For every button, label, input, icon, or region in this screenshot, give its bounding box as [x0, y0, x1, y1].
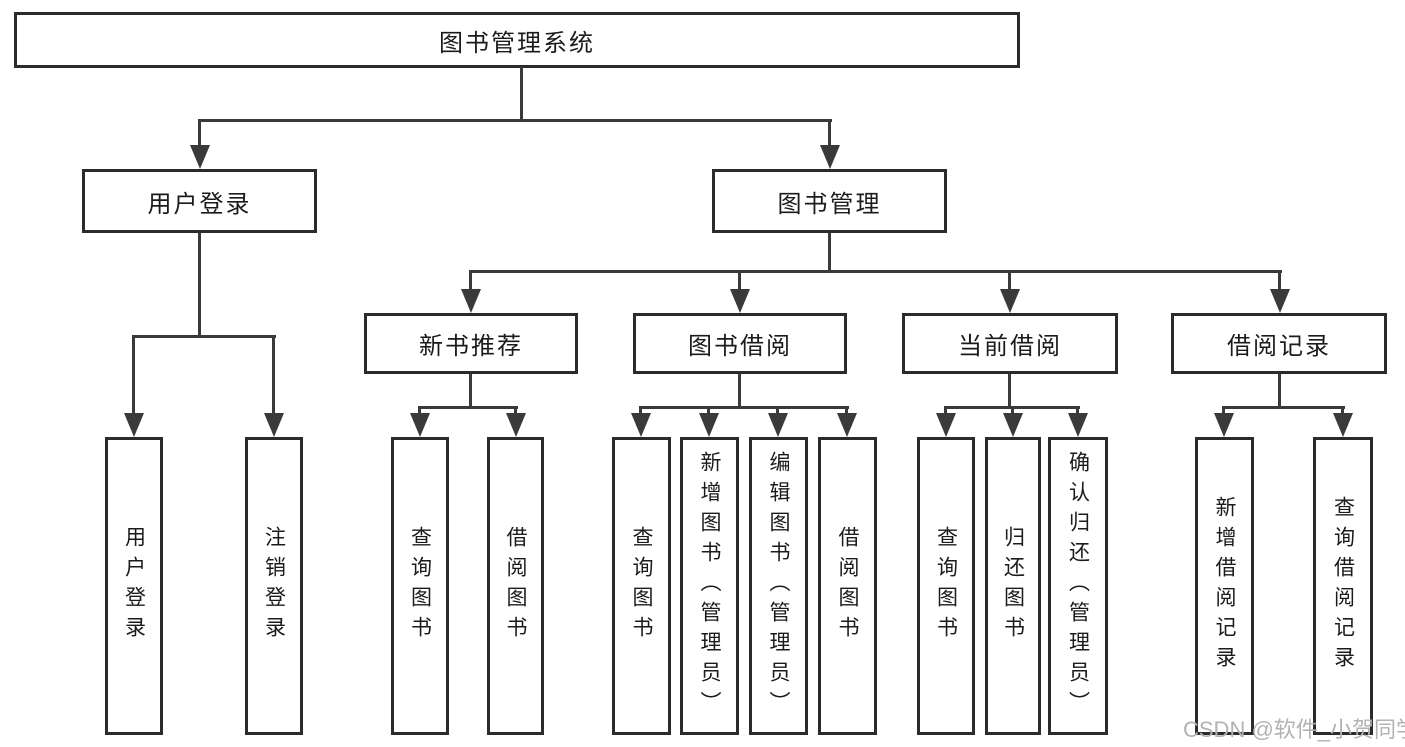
arrow-down-icon	[1333, 413, 1353, 437]
node-library-system: 图书管理系统	[14, 12, 1020, 68]
arrow-down-icon	[730, 289, 750, 313]
node-new-book-recommend: 新书推荐	[364, 313, 578, 374]
connector-vline	[1278, 270, 1281, 289]
arrow-down-icon	[461, 289, 481, 313]
arrow-down-icon	[1270, 289, 1290, 313]
connector-vline	[738, 270, 741, 289]
node-current-borrow: 当前借阅	[902, 313, 1118, 374]
node-label: 图书管理系统	[439, 29, 595, 57]
connector-hline	[198, 119, 832, 122]
arrow-down-icon	[631, 413, 651, 437]
node-book-borrow: 图书借阅	[633, 313, 847, 374]
node-label: 查询图书	[934, 526, 958, 646]
connector-vline	[1278, 374, 1281, 406]
connector-vline	[776, 406, 779, 413]
connector-vline	[514, 406, 517, 413]
node-label: 图书借阅	[688, 333, 792, 360]
connector-vline	[418, 406, 421, 413]
connector-vline	[469, 270, 472, 289]
arrow-down-icon	[699, 413, 719, 437]
connector-hline	[132, 335, 276, 338]
arrow-down-icon	[264, 413, 284, 437]
node-book-management: 图书管理	[712, 169, 947, 233]
node-label: 当前借阅	[958, 333, 1062, 360]
leaf-borrow-books-recommend: 借阅图书	[487, 437, 544, 735]
connector-vline	[828, 233, 831, 270]
node-label: 用户登录	[122, 526, 146, 646]
arrow-down-icon	[1000, 289, 1020, 313]
arrow-down-icon	[936, 413, 956, 437]
connector-vline	[707, 406, 710, 413]
node-label: 用户登录	[147, 190, 252, 218]
node-label: 图书管理	[777, 190, 882, 218]
connector-vline	[828, 119, 831, 145]
node-label: 确认归还（管理员）	[1066, 451, 1090, 721]
connector-vline	[198, 233, 201, 335]
node-label: 新增图书（管理员）	[698, 451, 721, 721]
leaf-query-borrow-record: 查询借阅记录	[1313, 437, 1373, 735]
connector-vline	[469, 374, 472, 406]
connector-vline	[639, 406, 642, 413]
leaf-return-books: 归还图书	[985, 437, 1041, 735]
node-borrow-records: 借阅记录	[1171, 313, 1387, 374]
connector-vline	[1222, 406, 1225, 413]
connector-vline	[132, 335, 135, 413]
arrow-down-icon	[506, 413, 526, 437]
connector-vline	[1341, 406, 1344, 413]
node-label: 新增借阅记录	[1213, 496, 1236, 676]
arrow-down-icon	[410, 413, 430, 437]
arrow-down-icon	[1214, 413, 1234, 437]
arrow-down-icon	[190, 145, 210, 169]
connector-vline	[1008, 374, 1011, 406]
node-label: 查询借阅记录	[1331, 496, 1355, 676]
node-label: 查询图书	[630, 526, 653, 646]
leaf-confirm-return-admin: 确认归还（管理员）	[1048, 437, 1108, 735]
connector-vline	[520, 67, 523, 119]
node-label: 注销登录	[262, 526, 286, 646]
connector-vline	[272, 335, 275, 413]
connector-hline	[418, 406, 518, 409]
arrow-down-icon	[837, 413, 857, 437]
leaf-user-login: 用户登录	[105, 437, 163, 735]
leaf-edit-books-admin: 编辑图书（管理员）	[749, 437, 808, 735]
leaf-query-books-recommend: 查询图书	[391, 437, 449, 735]
connector-vline	[944, 406, 947, 413]
connector-hline	[1222, 406, 1345, 409]
arrow-down-icon	[820, 145, 840, 169]
csdn-watermark: CSDN @软件_小贺同学	[1183, 717, 1405, 742]
node-label: 编辑图书（管理员）	[767, 451, 790, 721]
node-label: 借阅图书	[504, 526, 527, 646]
leaf-add-borrow-record: 新增借阅记录	[1195, 437, 1254, 735]
connector-vline	[738, 374, 741, 406]
arrow-down-icon	[1003, 413, 1023, 437]
node-label: 借阅图书	[836, 526, 859, 646]
node-label: 新书推荐	[419, 333, 523, 360]
connector-vline	[198, 119, 201, 145]
connector-vline	[1011, 406, 1014, 413]
arrow-down-icon	[1068, 413, 1088, 437]
leaf-add-books-admin: 新增图书（管理员）	[680, 437, 739, 735]
connector-hline	[639, 406, 849, 409]
node-label: 借阅记录	[1227, 333, 1331, 360]
arrow-down-icon	[124, 413, 144, 437]
node-label: 查询图书	[408, 526, 432, 646]
leaf-query-books-current: 查询图书	[917, 437, 975, 735]
node-user-login: 用户登录	[82, 169, 317, 233]
arrow-down-icon	[768, 413, 788, 437]
connector-vline	[1076, 406, 1079, 413]
leaf-borrow-books: 借阅图书	[818, 437, 877, 735]
node-label: 归还图书	[1001, 526, 1025, 646]
connector-hline	[469, 270, 1282, 273]
connector-vline	[845, 406, 848, 413]
leaf-logout: 注销登录	[245, 437, 303, 735]
leaf-query-books-borrow: 查询图书	[612, 437, 671, 735]
connector-vline	[1008, 270, 1011, 289]
